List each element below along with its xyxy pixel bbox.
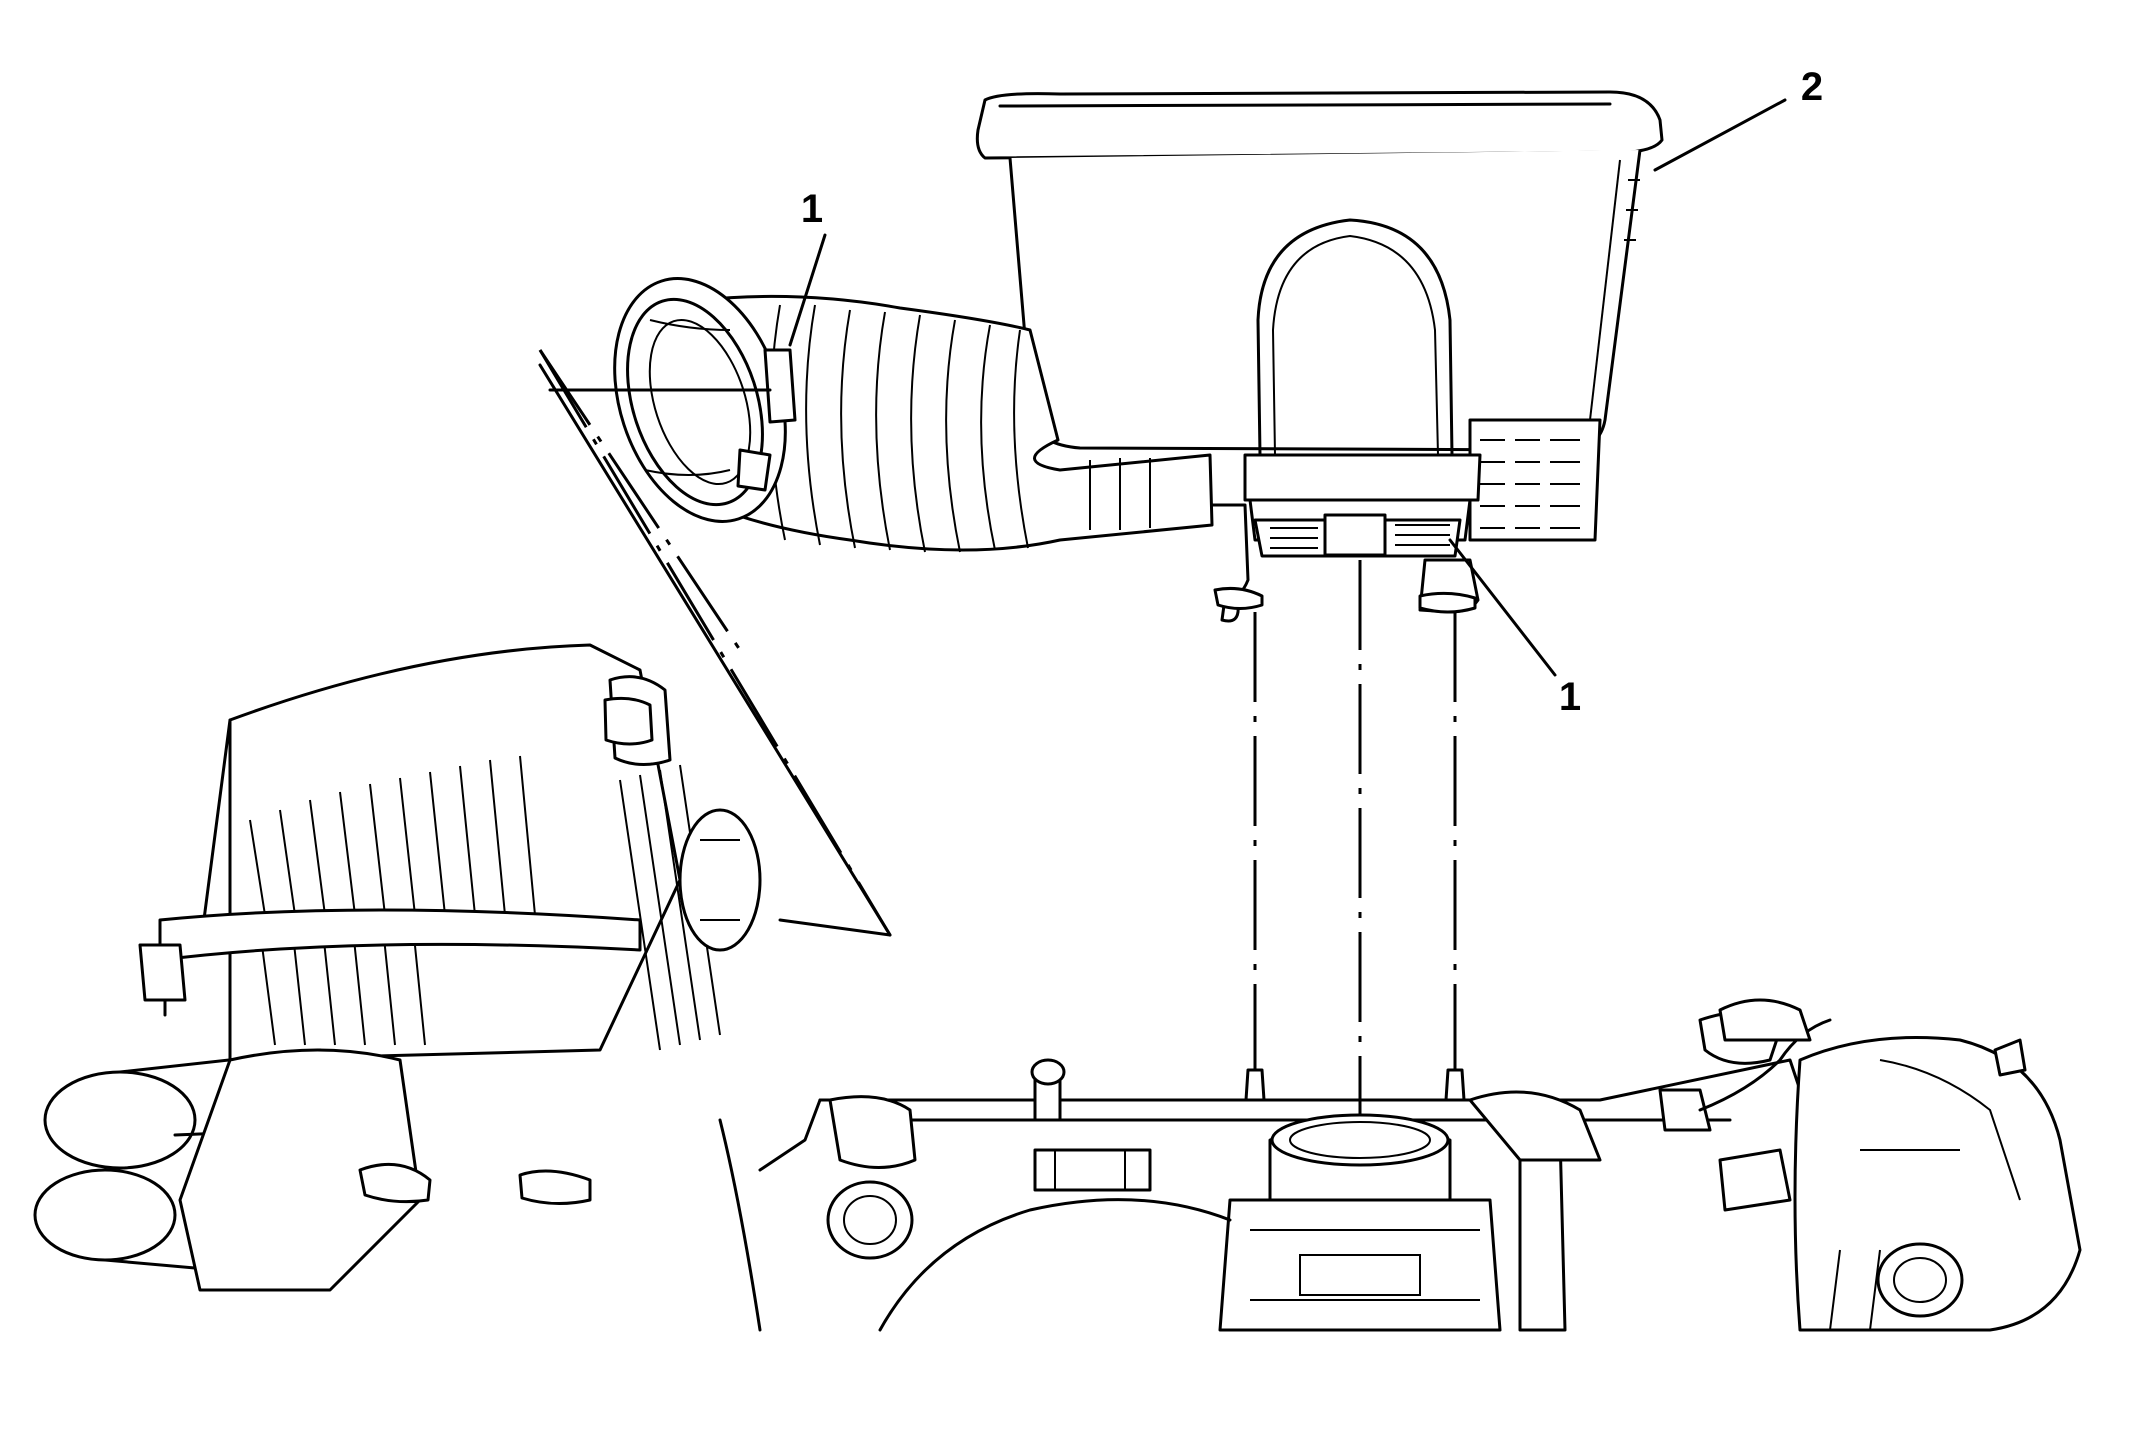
callout-1-bottom: 1 [1448, 538, 1581, 719]
callout-1-top: 1 [788, 187, 827, 347]
engine-bay [718, 998, 2082, 1332]
detail-wedge [538, 363, 892, 937]
housing-grille [1468, 418, 1602, 542]
throttle-body [1218, 1113, 1502, 1332]
callout-1-bottom-label: 1 [1559, 675, 1581, 719]
callout-1-top-label: 1 [801, 187, 823, 231]
intake-duct [548, 277, 1214, 553]
duct-bellows-ribs [770, 304, 1029, 553]
lower-air-box [33, 643, 762, 1292]
lower-box-fins [249, 755, 536, 1046]
callout-2-label: 2 [1801, 65, 1823, 109]
air-cleaner-housing [975, 90, 1664, 623]
callout-2: 2 [1653, 65, 1823, 172]
